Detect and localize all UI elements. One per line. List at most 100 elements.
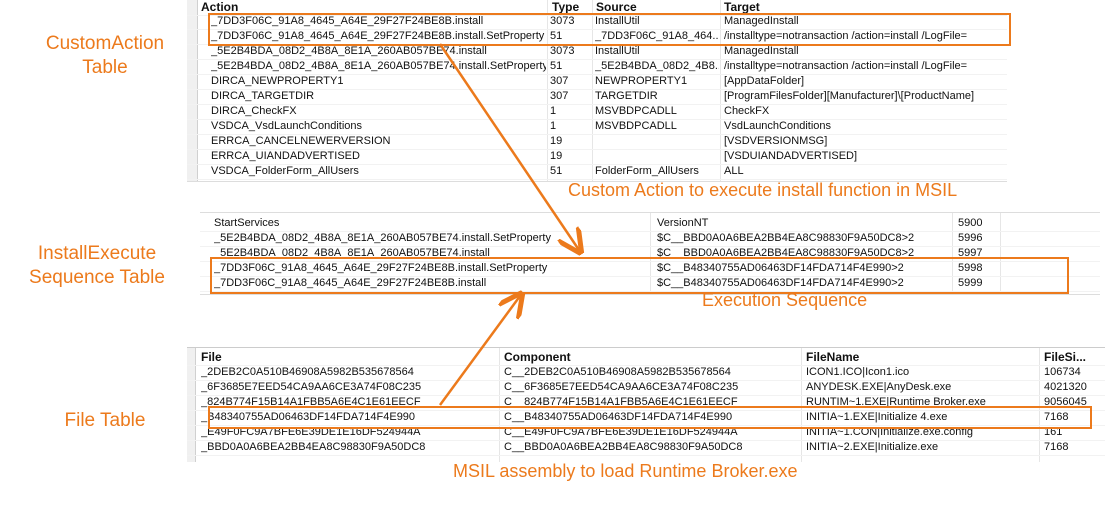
table-cell: _7DD3F06C_91A8_4645_A64E_29F27F24BE8B.in… — [214, 277, 487, 289]
label-line: InstallExecute — [37, 243, 157, 264]
label-line: CustomAction — [45, 33, 165, 54]
table-cell: CheckFX — [724, 105, 770, 117]
table-cell: RUNTIM~1.EXE|Runtime Broker.exe — [806, 396, 986, 408]
table-cell: /installtype=notransaction /action=insta… — [724, 60, 968, 72]
column-header-source[interactable]: Source — [596, 0, 637, 14]
table-cell: 1 — [550, 105, 557, 117]
table-cell: 3073 — [550, 45, 575, 57]
table-cell: C__824B774F15B14A1FBB5A6E4C1E61EECF — [504, 396, 738, 408]
table-cell: 5999 — [958, 277, 983, 289]
table-cell: ERRCA_UIANDADVERTISED — [211, 150, 360, 162]
table-cell: 9056045 — [1044, 396, 1087, 408]
table-cell: 3073 — [550, 15, 575, 27]
table-cell: C__6F3685E7EED54CA9AA6CE3A74F08C235 — [504, 381, 739, 393]
table-cell: NEWPROPERTY1 — [595, 75, 688, 87]
table-cell: /installtype=notransaction /action=insta… — [724, 30, 968, 42]
table-cell: 51 — [550, 165, 563, 177]
table-row[interactable]: _6F3685E7EED54CA9AA6CE3A74F08C235 C__6F36… — [187, 380, 1105, 396]
table-cell: _B48340755AD06463DF14FDA714F4E990 — [201, 411, 416, 423]
column-header-filesize[interactable]: FileSi... — [1044, 350, 1087, 364]
table-cell: VSDCA_FolderForm_AllUsers — [211, 165, 359, 177]
table-cell: DIRCA_CheckFX — [211, 105, 297, 117]
table-cell: _5E2B4BDA_08D2_4B8A_8E1A_260AB057BE74.in… — [214, 232, 551, 244]
table-cell: [ProgramFilesFolder][Manufacturer]\[Prod… — [724, 90, 975, 102]
file-table-label: File Table — [64, 410, 146, 431]
column-header-target[interactable]: Target — [724, 0, 760, 14]
table-cell: INITIA~1.CON|Initialize.exe.config — [806, 426, 974, 438]
table-row[interactable]: _7DD3F06C_91A8_4645_A64E_29F27F24BE8B.in… — [200, 261, 1100, 277]
table-row[interactable]: _7DD3F06C_91A8_4645_A64E_29F27F24BE8B.in… — [187, 14, 1007, 30]
table-cell: _7DD3F06C_91A8_4645_A64E_29F27F24BE8B.in… — [214, 262, 548, 274]
table-cell: $C__BBD0A0A6BEA2BB4EA8C98830F9A50DC8>2 — [657, 247, 915, 259]
table-row[interactable]: _E49F0FC9A7BFE6E39DE1E16DF524944A C__E49F… — [187, 425, 1105, 441]
table-cell: FolderForm_AllUsers — [595, 165, 699, 177]
table-cell: InstallUtil — [595, 45, 640, 57]
table-row[interactable]: _2DEB2C0A510B46908A5982B535678564 C__2DEB… — [187, 365, 1105, 381]
table-cell: 106734 — [1044, 366, 1081, 378]
table-cell: ALL — [724, 165, 744, 177]
table-cell: C__2DEB2C0A510B46908A5982B535678564 — [504, 366, 731, 378]
table-row[interactable]: VSDCA_FolderForm_AllUsers 51 FolderForm_Al… — [187, 164, 1007, 180]
table-cell: DIRCA_NEWPROPERTY1 — [211, 75, 344, 87]
table-row[interactable]: _5E2B4BDA_08D2_4B8A_8E1A_260AB057BE74.in… — [200, 231, 1100, 247]
label-line: Sequence Table — [29, 267, 165, 288]
arrow-file-to-exec — [438, 296, 520, 406]
table-cell: ManagedInstall — [724, 15, 799, 27]
table-header: File Component FileName FileSi... — [187, 350, 1105, 366]
table-cell: _6F3685E7EED54CA9AA6CE3A74F08C235 — [201, 381, 422, 393]
table-row[interactable]: DIRCA_TARGETDIR 307 TARGETDIR [ProgramFiles… — [187, 89, 1007, 105]
table-cell: 161 — [1044, 426, 1063, 438]
table-row[interactable]: _5E2B4BDA_08D2_4B8A_8E1A_260AB057BE74.in… — [200, 246, 1100, 262]
table-cell: C__B48340755AD06463DF14FDA714F4E990 — [504, 411, 733, 423]
column-header-filename[interactable]: FileName — [806, 350, 860, 364]
custom-action-table: Action Type Source Target _7DD3F06C_91A8… — [187, 0, 1007, 182]
table-cell: 7168 — [1044, 441, 1069, 453]
table-cell: 5996 — [958, 232, 983, 244]
column-header-action[interactable]: Action — [201, 0, 239, 14]
table-cell: [VSDUIANDADVERTISED] — [724, 150, 858, 162]
table-cell: INITIA~2.EXE|Initialize.exe — [806, 441, 939, 453]
table-cell: VSDCA_VsdLaunchConditions — [211, 120, 363, 132]
arrow-custom-to-exec — [438, 43, 579, 250]
table-cell: $C__B48340755AD06463DF14FDA714F4E990>2 — [657, 277, 904, 289]
table-cell: DIRCA_TARGETDIR — [211, 90, 315, 102]
column-header-file[interactable]: File — [201, 350, 222, 364]
table-row[interactable]: _B48340755AD06463DF14FDA714F4E990 C__B483… — [187, 410, 1105, 426]
table-cell: TARGETDIR — [595, 90, 658, 102]
table-row[interactable]: _5E2B4BDA_08D2_4B8A_8E1A_260AB057BE74.in… — [187, 59, 1007, 75]
table-cell: 307 — [550, 90, 569, 102]
highlight-file — [208, 406, 1092, 429]
table-cell: _2DEB2C0A510B46908A5982B535678564 — [201, 366, 414, 378]
table-cell: VersionNT — [657, 217, 709, 229]
table-cell: _5E2B4BDA_08D2_4B8A_8E1A_260AB057BE74.in… — [214, 247, 490, 259]
label-line: Table — [82, 57, 128, 78]
row-gutter — [187, 0, 198, 181]
column-header-component[interactable]: Component — [504, 350, 571, 364]
table-cell: _E49F0FC9A7BFE6E39DE1E16DF524944A — [201, 426, 421, 438]
table-cell: $C__B48340755AD06463DF14FDA714F4E990>2 — [657, 262, 904, 274]
table-cell: 51 — [550, 30, 563, 42]
table-cell: C__E49F0FC9A7BFE6E39DE1E16DF524944A — [504, 426, 738, 438]
table-cell: 7168 — [1044, 411, 1069, 423]
caption-custom-action: Custom Action to execute install functio… — [568, 180, 958, 200]
table-cell: _7DD3F06C_91A8_464... — [595, 30, 719, 42]
table-row[interactable]: _5E2B4BDA_08D2_4B8A_8E1A_260AB057BE74.in… — [187, 44, 1007, 60]
table-cell: 5997 — [958, 247, 983, 259]
table-cell: _7DD3F06C_91A8_4645_A64E_29F27F24BE8B.in… — [211, 15, 484, 27]
column-header-type[interactable]: Type — [552, 0, 580, 14]
table-cell: 5998 — [958, 262, 983, 274]
table-cell: $C__BBD0A0A6BEA2BB4EA8C98830F9A50DC8>2 — [657, 232, 915, 244]
file-table: File Component FileName FileSi... _2DEB2… — [187, 347, 1105, 462]
table-row[interactable]: _7DD3F06C_91A8_4645_A64E_29F27F24BE8B.in… — [200, 276, 1100, 292]
highlight-custom-action — [208, 13, 1011, 46]
